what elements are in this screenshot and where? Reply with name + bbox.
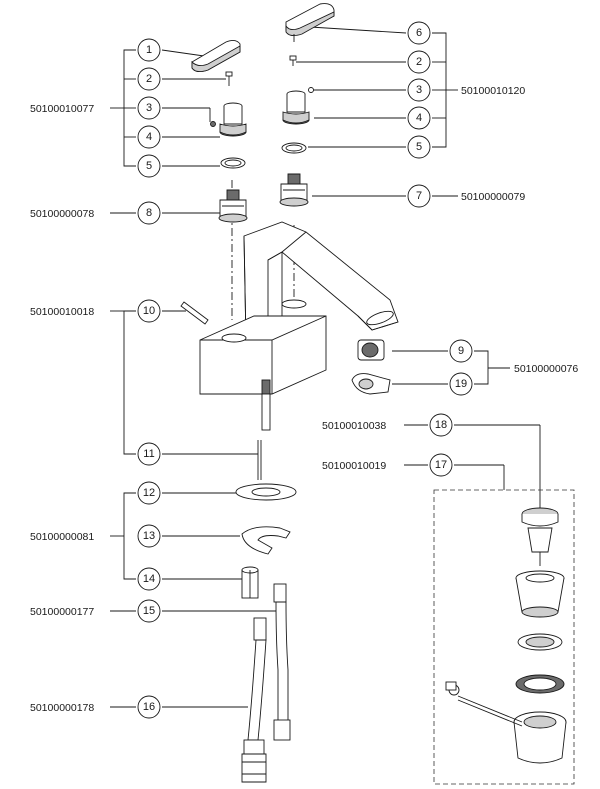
- svg-text:15: 15: [143, 605, 155, 617]
- svg-text:4: 4: [416, 112, 422, 124]
- callout-3-left: 3: [137, 96, 161, 120]
- callout-16: 16: [137, 695, 161, 719]
- svg-text:1: 1: [146, 44, 152, 56]
- callout-2-right: 2: [407, 50, 431, 74]
- part-number-right-handle-set: 50100010120: [461, 85, 525, 97]
- callout-10: 10: [137, 299, 161, 323]
- part-number-drain-assembly: 50100010019: [322, 460, 386, 472]
- callout-circles: 1 2 3 4 5 6 2 3 4 5 7 8 9 10 11 12 13 14…: [137, 21, 473, 719]
- svg-text:6: 6: [416, 27, 422, 39]
- svg-text:17: 17: [435, 459, 447, 471]
- svg-text:5: 5: [146, 160, 152, 172]
- callout-7: 7: [407, 184, 431, 208]
- callout-8: 8: [137, 201, 161, 225]
- part-number-supply-hose: 50100000178: [30, 702, 94, 714]
- svg-text:8: 8: [146, 207, 152, 219]
- svg-text:9: 9: [458, 345, 464, 357]
- svg-text:18: 18: [435, 419, 447, 431]
- supply-hoses: [241, 583, 291, 783]
- callout-17: 17: [429, 453, 453, 477]
- callout-5-left: 5: [137, 154, 161, 178]
- svg-text:2: 2: [416, 56, 422, 68]
- svg-text:10: 10: [143, 305, 155, 317]
- part-number-cartridge-left: 50100000078: [30, 208, 94, 220]
- callout-6: 6: [407, 21, 431, 45]
- svg-text:5: 5: [416, 141, 422, 153]
- part-number-labels: 50100010077 50100010120 50100000078 5010…: [30, 85, 578, 714]
- svg-text:12: 12: [143, 487, 155, 499]
- part-number-mounting-kit: 50100000081: [30, 531, 94, 543]
- svg-text:3: 3: [146, 102, 152, 114]
- svg-text:19: 19: [455, 378, 467, 390]
- part-number-left-handle-set: 50100010077: [30, 103, 94, 115]
- callout-18: 18: [429, 413, 453, 437]
- callout-9: 9: [449, 339, 473, 363]
- callout-1: 1: [137, 38, 161, 62]
- svg-text:7: 7: [416, 190, 422, 202]
- part-number-supply-connector: 50100000177: [30, 606, 94, 618]
- svg-text:11: 11: [143, 448, 154, 460]
- svg-text:14: 14: [143, 573, 155, 585]
- callout-2-left: 2: [137, 67, 161, 91]
- callout-5-right: 5: [407, 135, 431, 159]
- svg-text:13: 13: [143, 530, 155, 542]
- svg-text:16: 16: [143, 701, 155, 713]
- aerator-parts: [351, 339, 391, 395]
- callout-15: 15: [137, 599, 161, 623]
- svg-text:3: 3: [416, 84, 422, 96]
- svg-text:4: 4: [146, 131, 152, 143]
- mounting-hardware: [235, 483, 297, 599]
- left-handle-parts: [191, 39, 248, 223]
- callout-19: 19: [449, 372, 473, 396]
- callout-4-right: 4: [407, 106, 431, 130]
- drain-assembly: [433, 489, 575, 785]
- faucet-body: [180, 221, 399, 480]
- callout-12: 12: [137, 481, 161, 505]
- callout-11: 11: [137, 442, 161, 466]
- part-number-aerator: 50100000076: [514, 363, 578, 375]
- callout-14: 14: [137, 567, 161, 591]
- callout-4-left: 4: [137, 125, 161, 149]
- part-number-cartridge-right: 50100000079: [461, 191, 525, 203]
- callout-3-right: 3: [407, 78, 431, 102]
- right-handle-parts: [279, 3, 335, 207]
- part-number-popup-stopper: 50100010038: [322, 420, 386, 432]
- svg-text:2: 2: [146, 73, 152, 85]
- part-number-body: 50100010018: [30, 306, 94, 318]
- callout-13: 13: [137, 524, 161, 548]
